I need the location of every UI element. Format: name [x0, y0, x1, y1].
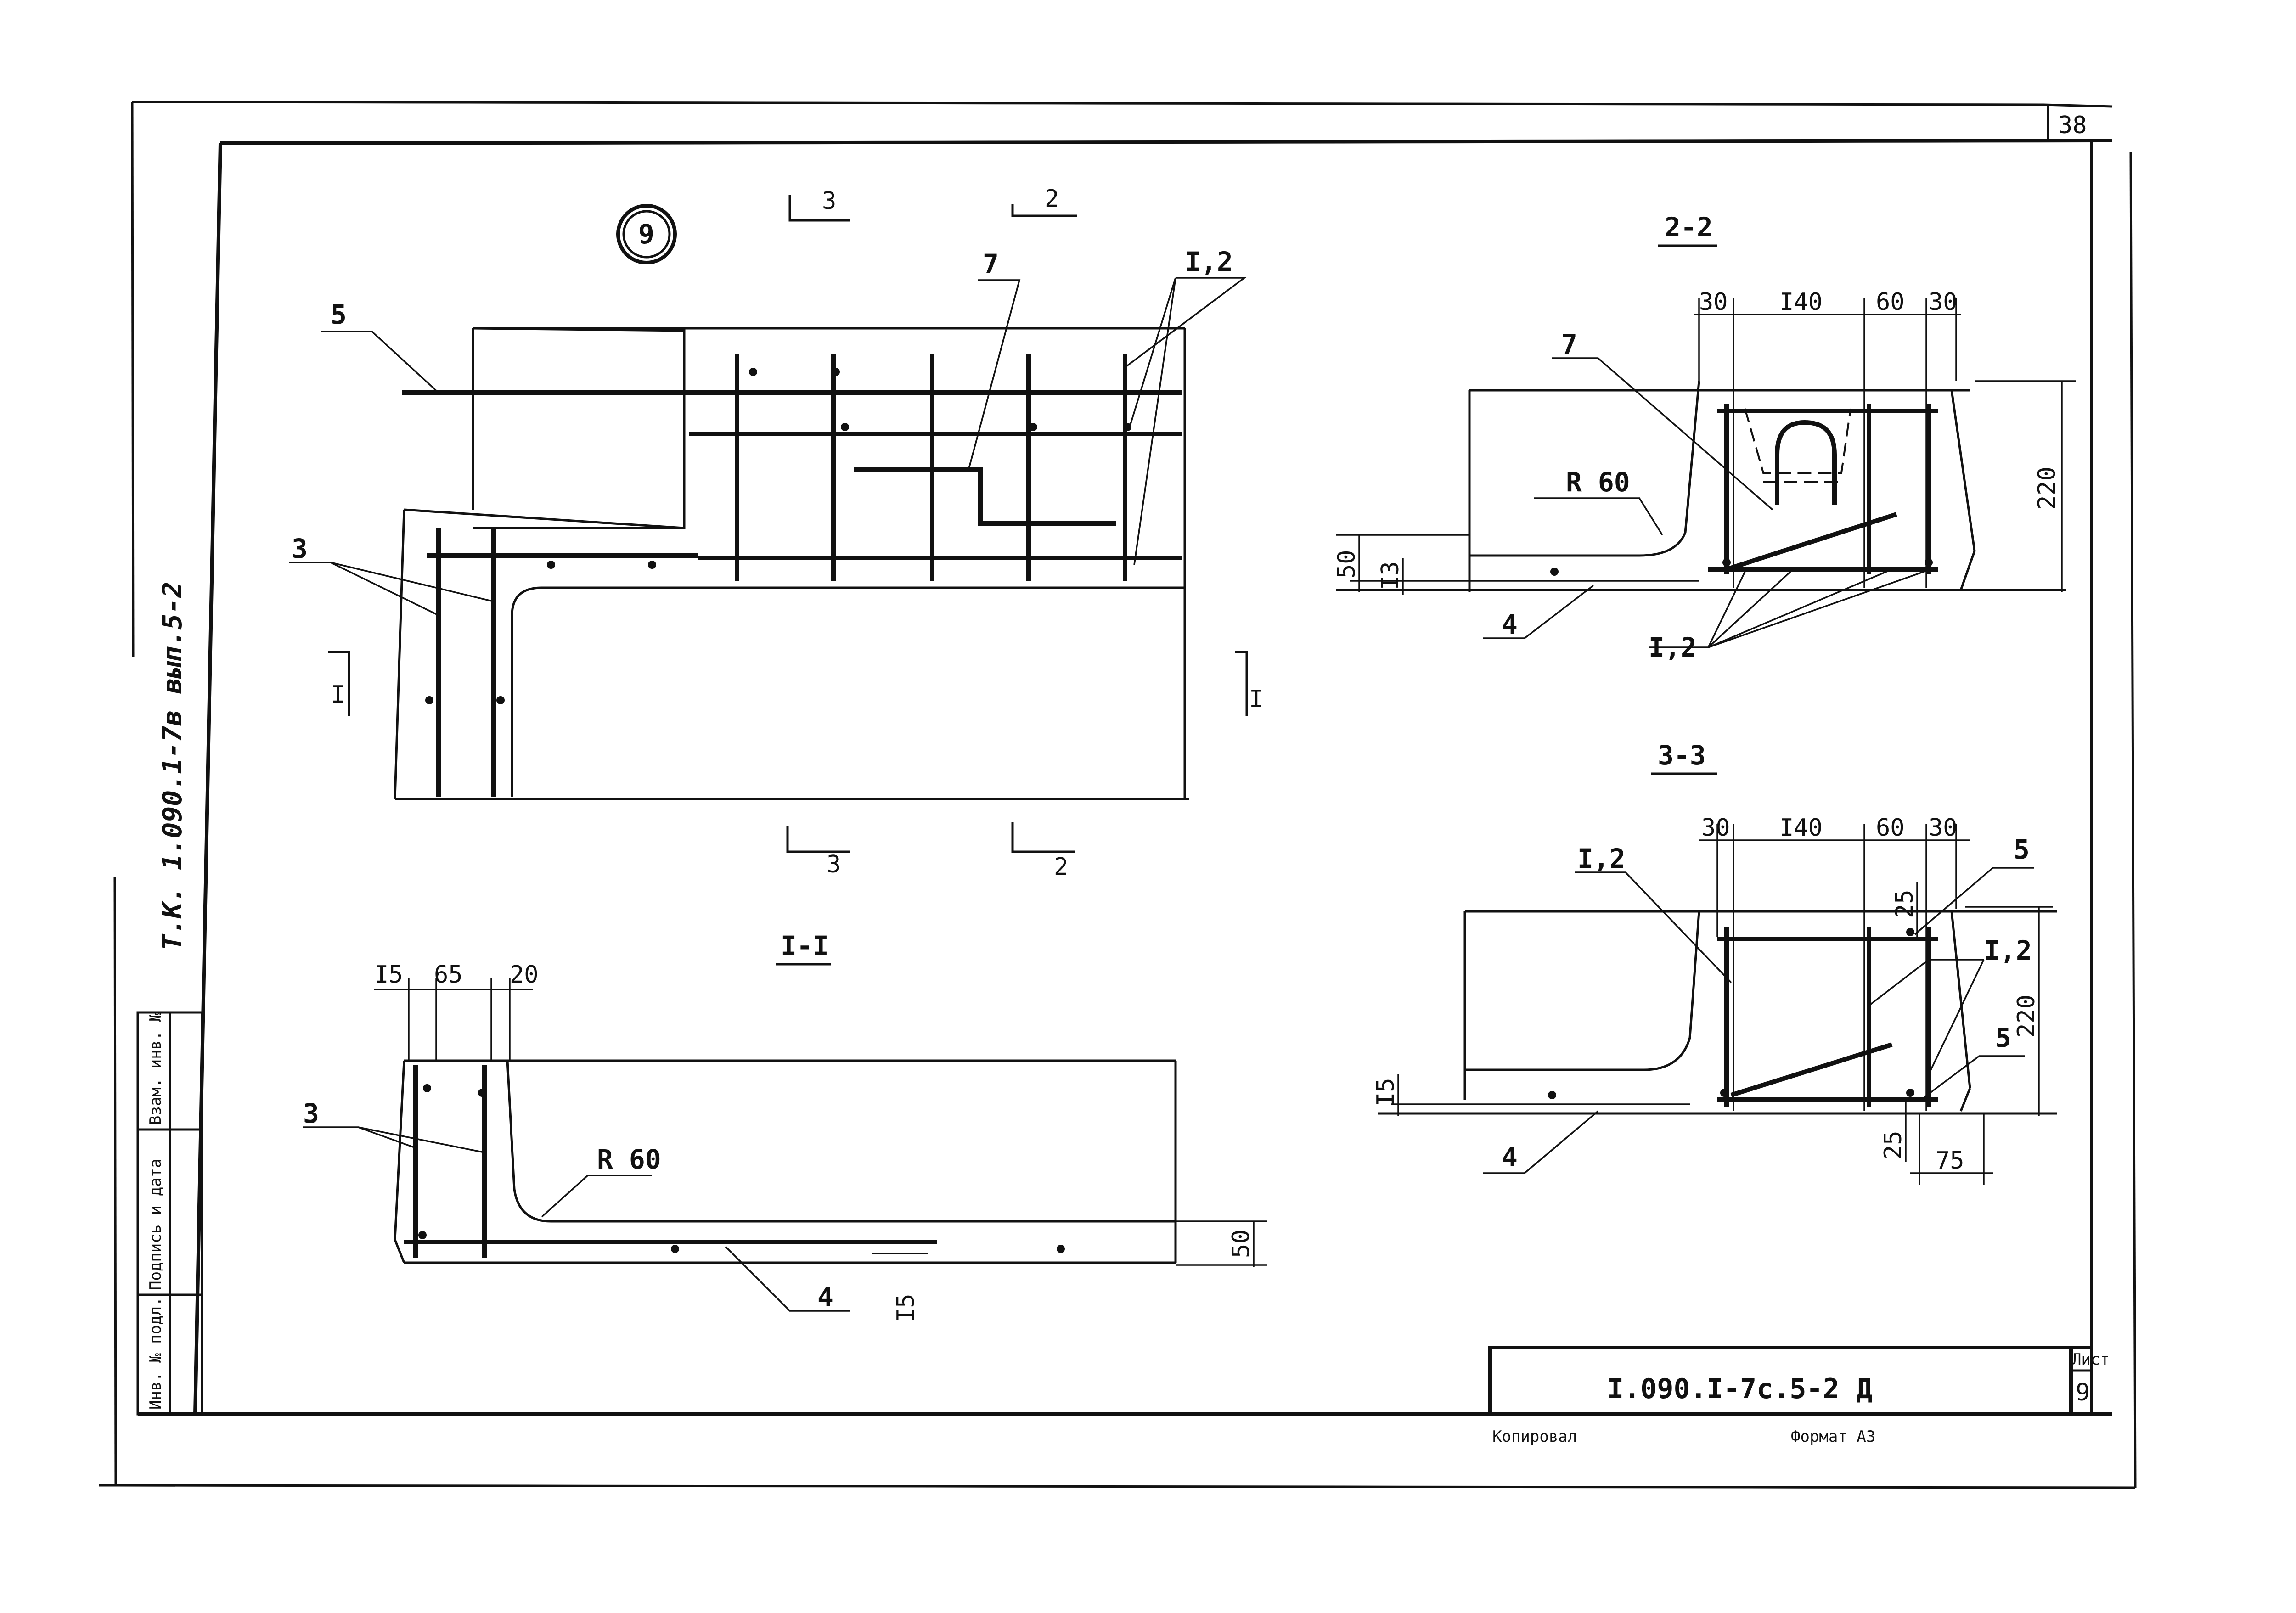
dim-2-2-50: 50 — [1333, 550, 1361, 579]
callout-2-2-4: 4 — [1502, 609, 1518, 640]
sheet-label: Лист — [2072, 1350, 2110, 1369]
dim-3-3-25-bottom: 25 — [1880, 1130, 1907, 1159]
section-1-1-title: I-I — [781, 930, 829, 961]
callout-3-3-1-2-left: I,2 — [1577, 843, 1626, 874]
format-label: Формат А3 — [1791, 1428, 1875, 1446]
cut-mark-I-right: I — [1249, 686, 1263, 713]
dim-1-1-50: 50 — [1227, 1229, 1255, 1258]
callout-3-3-1-2-right: I,2 — [1984, 935, 2032, 966]
callout-1-1-4: 4 — [817, 1281, 833, 1313]
callout-2-2-1-2: I,2 — [1649, 632, 1697, 663]
dim-1-1-65: 65 — [434, 961, 463, 989]
cut-mark-3-top: 3 — [822, 187, 836, 215]
dim-3-3-25-top: 25 — [1891, 889, 1919, 918]
dim-1-1-20: 20 — [510, 961, 539, 989]
cut-mark-2-bottom: 2 — [1054, 853, 1068, 881]
callout-1-1-R60: R 60 — [597, 1144, 661, 1175]
dim-3-3-60: 60 — [1876, 814, 1905, 842]
cut-mark-I-left: I — [331, 681, 345, 708]
callout-3-3-5-bottom: 5 — [1995, 1022, 2011, 1053]
callout-5: 5 — [331, 299, 347, 330]
title-code: I.090.I-7с.5-2 Д — [1607, 1373, 1873, 1405]
section-2-2-title: 2-2 — [1665, 212, 1713, 243]
title-block: I.090.I-7с.5-2 Д Лист 9 — [1488, 1346, 2110, 1416]
dim-3-3-15: I5 — [1372, 1078, 1400, 1107]
callout-3: 3 — [292, 533, 308, 564]
dim-2-2-30a: 30 — [1699, 288, 1728, 316]
dim-1-1-15-side: I5 — [892, 1293, 920, 1322]
dim-3-3-30a: 30 — [1701, 814, 1730, 842]
dim-2-2-30b: 30 — [1929, 288, 1958, 316]
callout-1-2: I,2 — [1185, 246, 1233, 277]
stamp-cell-vzam-inv: Взам. инв. № — [146, 1012, 165, 1125]
section-3-3-title: 3-3 — [1658, 740, 1706, 771]
callout-3-3-4: 4 — [1502, 1141, 1518, 1173]
dim-2-2-220: 220 — [2033, 466, 2061, 510]
callout-1-1-3: 3 — [303, 1098, 319, 1129]
callout-7: 7 — [983, 248, 999, 280]
main-view: 9 3 2 — [289, 185, 1263, 881]
side-note: Т.К. 1.090.1-7в вып.5-2 — [157, 582, 188, 950]
sheet-frame: 38 — [98, 101, 2137, 1489]
cut-mark-3-bottom: 3 — [827, 851, 841, 878]
stamp-cell-signature: Подпись и дата — [146, 1158, 165, 1290]
cut-mark-2-top: 2 — [1045, 185, 1059, 213]
section-2-2: 2-2 30 I40 60 30 7 — [1333, 212, 2076, 663]
stamp-cell-inv-podl: Инв. № подл. — [146, 1297, 165, 1410]
section-3-3: 3-3 30 I40 60 30 I,2 5 — [1372, 740, 2057, 1185]
dim-2-2-60: 60 — [1876, 288, 1905, 316]
section-1-1: I-I I5 65 20 3 R 60 4 — [303, 930, 1267, 1322]
callout-2-2-R60: R 60 — [1566, 466, 1630, 498]
dim-1-1-15: I5 — [374, 961, 403, 989]
node-number: 9 — [638, 219, 654, 250]
callout-2-2-7: 7 — [1561, 329, 1577, 360]
sheet-number: 9 — [2076, 1379, 2090, 1406]
dim-3-3-30b: 30 — [1929, 814, 1958, 842]
copied-label: Копировал — [1492, 1428, 1577, 1446]
side-stamp: Инв. № подл. Подпись и дата Взам. инв. № — [136, 1011, 203, 1416]
dim-2-2-13: I3 — [1377, 561, 1404, 590]
dim-3-3-220: 220 — [2013, 995, 2040, 1038]
dim-2-2-140: I40 — [1779, 288, 1823, 316]
dim-3-3-75: 75 — [1936, 1147, 1964, 1175]
dim-3-3-140: I40 — [1779, 814, 1823, 842]
corner-number: 38 — [2058, 112, 2087, 139]
callout-3-3-5-top: 5 — [2014, 834, 2030, 865]
